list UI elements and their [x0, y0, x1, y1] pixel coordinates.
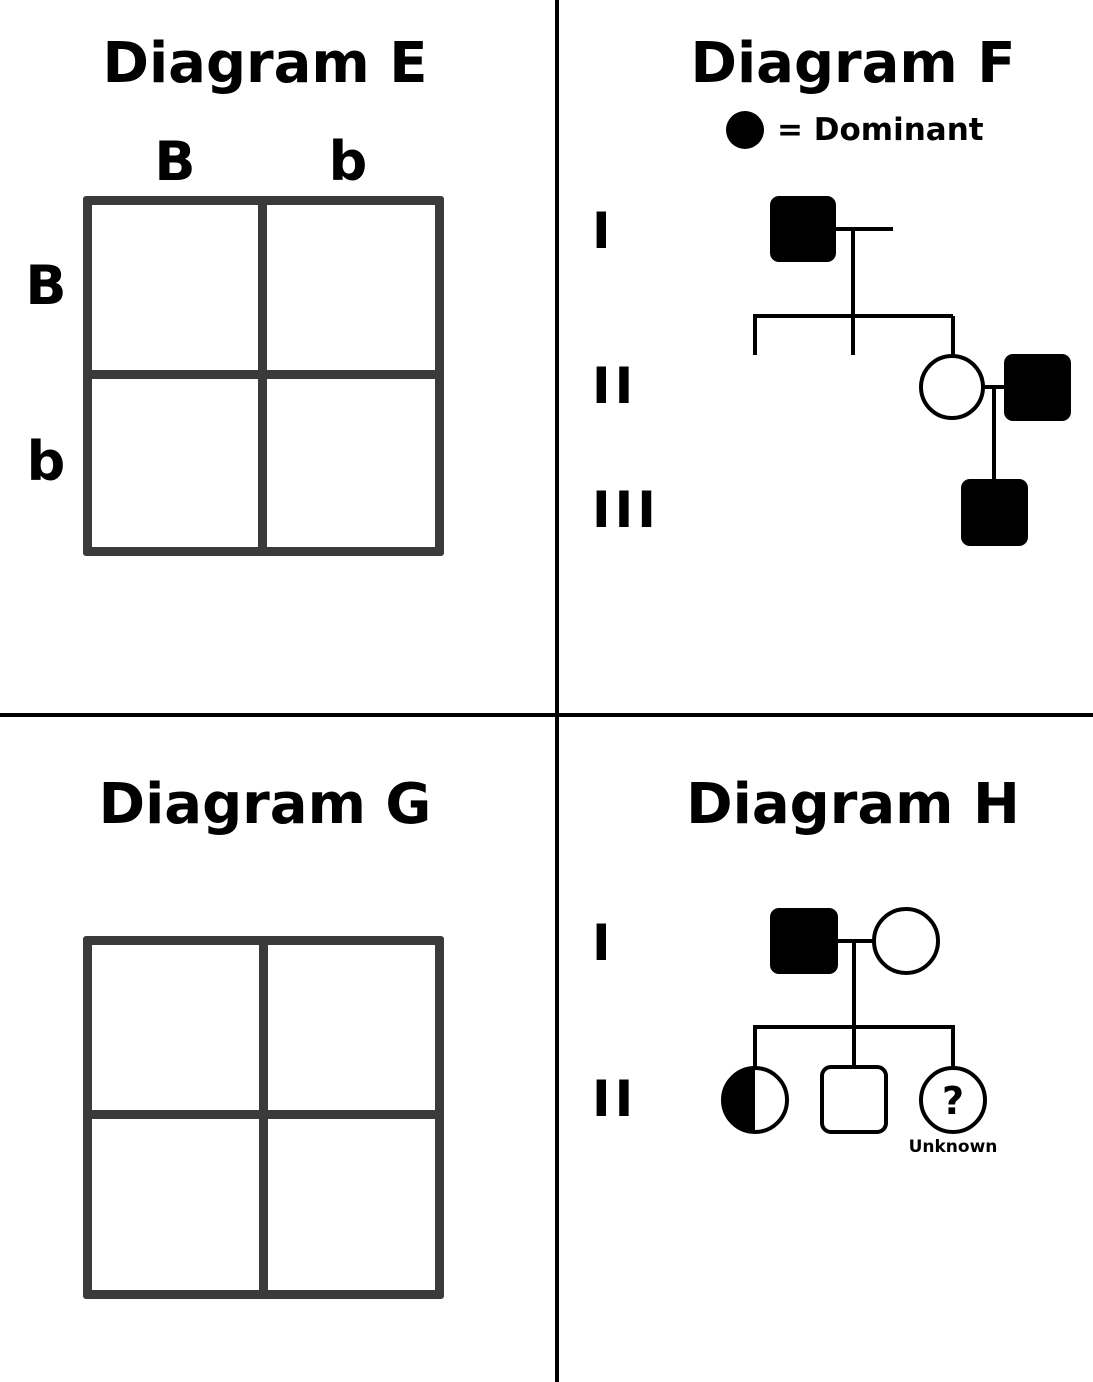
diagram-f-unaffected-female-gen2-icon: [919, 354, 985, 420]
horizontal-divider: [0, 713, 1093, 717]
diagram-f-legend-filled-circle-icon: [726, 111, 764, 149]
diagram-f-affected-male-gen2-icon: [1004, 354, 1071, 421]
diagram-h-generation-2: II: [592, 1070, 638, 1128]
diagram-h-title: Diagram H: [686, 772, 1020, 837]
vertical-divider: [555, 0, 559, 1382]
diagram-e-col-label-1: B: [154, 130, 196, 193]
diagram-e-title: Diagram E: [102, 31, 428, 96]
diagram-f-legend-text: = Dominant: [777, 112, 984, 148]
diagram-h-half-filled-female-icon: [721, 1066, 789, 1134]
diagram-h-question-mark: ?: [942, 1079, 964, 1123]
diagram-f-generation-3: III: [592, 481, 660, 539]
diagram-e-row-label-1: B: [25, 254, 67, 317]
diagram-g-grid-horizontal-line: [87, 1110, 440, 1119]
diagram-h-unaffected-male-icon: [820, 1065, 888, 1134]
diagram-h-generation-1: I: [592, 914, 615, 972]
diagram-f-generation-1: I: [592, 202, 615, 260]
diagram-f-affected-male-gen1-icon: [770, 196, 836, 262]
diagram-f-affected-male-gen3-icon: [961, 479, 1028, 546]
diagram-h-unknown-label: Unknown: [908, 1137, 998, 1157]
diagram-h-affected-male-gen1-icon: [770, 908, 838, 974]
diagram-e-grid-horizontal-line: [87, 370, 440, 379]
diagram-g-title: Diagram G: [98, 772, 432, 837]
diagram-h-unaffected-female-gen1-icon: [872, 907, 940, 975]
diagram-f-generation-2: II: [592, 357, 638, 415]
diagram-e-row-label-2: b: [26, 430, 66, 493]
diagram-f-title: Diagram F: [690, 31, 1016, 96]
diagram-h-unknown-female-icon: [919, 1066, 987, 1134]
diagram-e-col-label-2: b: [328, 130, 368, 193]
